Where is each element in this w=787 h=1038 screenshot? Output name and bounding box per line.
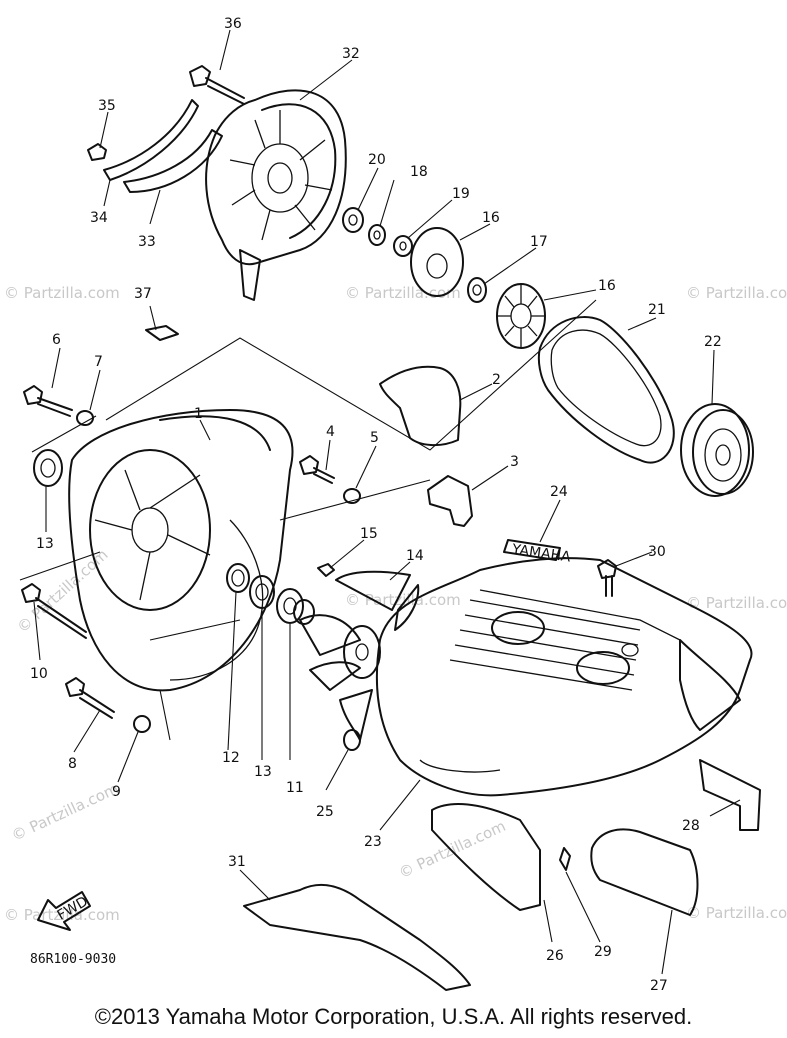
callout-2: 2 bbox=[492, 372, 501, 388]
callout-14: 14 bbox=[406, 548, 424, 564]
callout-numbers: 36 32 35 20 18 19 16 17 16 34 33 37 21 2… bbox=[30, 16, 722, 994]
shroud-23 bbox=[375, 557, 753, 797]
bolt-30 bbox=[597, 559, 617, 597]
callout-25: 25 bbox=[316, 804, 334, 820]
diagram-code: 86R100-9030 bbox=[30, 952, 117, 967]
leader-lines bbox=[19, 29, 741, 975]
callout-9: 9 bbox=[112, 784, 121, 800]
callout-19: 19 bbox=[452, 186, 470, 202]
callout-4: 4 bbox=[326, 424, 335, 440]
plate-31 bbox=[243, 883, 471, 991]
callout-31: 31 bbox=[228, 854, 246, 870]
pulley-half-16b bbox=[496, 283, 546, 349]
brand-plate-24: YAMAHA bbox=[503, 539, 572, 566]
callout-24: 24 bbox=[550, 484, 568, 500]
callout-26: 26 bbox=[546, 948, 564, 964]
callout-36: 36 bbox=[224, 16, 242, 32]
copyright-notice: ©2013 Yamaha Motor Corporation, U.S.A. A… bbox=[94, 1004, 693, 1029]
callout-5: 5 bbox=[370, 430, 379, 446]
bolt-10 bbox=[21, 583, 87, 639]
washer-5 bbox=[343, 488, 361, 504]
panel-26 bbox=[431, 803, 541, 911]
washer-18 bbox=[368, 224, 386, 246]
washer-19 bbox=[393, 235, 413, 257]
cover-27 bbox=[590, 828, 699, 916]
callout-29: 29 bbox=[594, 944, 612, 960]
strip-34 bbox=[103, 99, 199, 181]
callout-12: 12 bbox=[222, 750, 240, 766]
callout-15: 15 bbox=[360, 526, 378, 542]
bolt-4 bbox=[299, 455, 335, 484]
callout-1: 1 bbox=[194, 406, 203, 422]
callout-37: 37 bbox=[134, 286, 152, 302]
housing-cover-32 bbox=[205, 89, 347, 301]
pulley-half-16 bbox=[410, 227, 464, 297]
washer-7 bbox=[76, 410, 94, 426]
callout-16: 16 bbox=[482, 210, 500, 226]
belt-21 bbox=[537, 316, 675, 464]
strip-33 bbox=[123, 129, 223, 193]
washer-9 bbox=[133, 715, 151, 733]
callout-32: 32 bbox=[342, 46, 360, 62]
callout-13b: 13 bbox=[254, 764, 272, 780]
bolt-6 bbox=[23, 385, 73, 417]
watermark: © Partzilla.com bbox=[686, 904, 787, 922]
callout-7: 7 bbox=[94, 354, 103, 370]
callout-34: 34 bbox=[90, 210, 108, 226]
callout-3: 3 bbox=[510, 454, 519, 470]
callout-35: 35 bbox=[98, 98, 116, 114]
watermark: © Partzilla.com bbox=[4, 906, 120, 924]
clip-15 bbox=[317, 563, 335, 577]
screw-35 bbox=[87, 143, 107, 161]
callout-28: 28 bbox=[682, 818, 700, 834]
callout-20: 20 bbox=[368, 152, 386, 168]
watermark: © Partzilla.com bbox=[396, 817, 509, 882]
callout-22: 22 bbox=[704, 334, 722, 350]
callout-16b: 16 bbox=[598, 278, 616, 294]
pulley-22 bbox=[680, 403, 754, 497]
clip-37 bbox=[145, 325, 179, 341]
callout-6: 6 bbox=[52, 332, 61, 348]
collar-20 bbox=[342, 207, 364, 233]
watermark: © Partzilla.com bbox=[686, 594, 787, 612]
watermark: © Partzilla.com bbox=[686, 284, 787, 302]
watermark: © Partzilla.com bbox=[345, 591, 461, 609]
bracket-3 bbox=[427, 475, 473, 527]
fan-case-1 bbox=[68, 409, 294, 692]
clip-29 bbox=[559, 847, 571, 871]
callout-8: 8 bbox=[68, 756, 77, 772]
watermark: © Partzilla.com bbox=[9, 780, 122, 845]
bearing-11 bbox=[276, 588, 304, 624]
callout-21: 21 bbox=[648, 302, 666, 318]
duct-2 bbox=[379, 365, 462, 446]
circlip-12 bbox=[226, 563, 250, 593]
callout-11: 11 bbox=[286, 780, 304, 796]
watermark: © Partzilla.com bbox=[345, 284, 461, 302]
callout-13: 13 bbox=[36, 536, 54, 552]
callout-33: 33 bbox=[138, 234, 156, 250]
callout-10: 10 bbox=[30, 666, 48, 682]
callout-27: 27 bbox=[650, 978, 668, 994]
bolt-36 bbox=[189, 65, 245, 105]
callout-17: 17 bbox=[530, 234, 548, 250]
bracket-28 bbox=[699, 759, 761, 831]
bolt-8 bbox=[65, 677, 115, 719]
callout-18: 18 bbox=[410, 164, 428, 180]
watermark: © Partzilla.com bbox=[4, 284, 120, 302]
spacer-17 bbox=[467, 277, 487, 303]
grommet-25 bbox=[343, 729, 361, 751]
bearing-13 bbox=[33, 449, 63, 487]
callout-23: 23 bbox=[364, 834, 382, 850]
callout-30: 30 bbox=[648, 544, 666, 560]
